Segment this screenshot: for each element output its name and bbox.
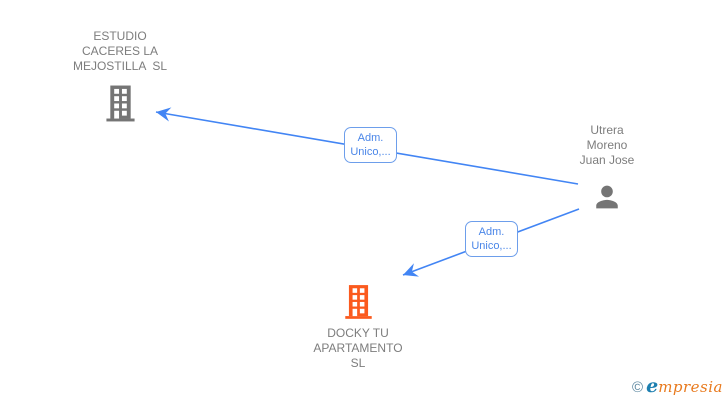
node-label-line: CACERES LA (81, 44, 159, 58)
edge-label-adm-unico-estudio[interactable]: Adm. Unico,... (344, 127, 397, 163)
building-icon (105, 85, 135, 122)
building-icon (344, 285, 372, 319)
node-label-line: Moreno (586, 138, 628, 152)
node-utrera-moreno[interactable]: Utrera Moreno Juan Jose (548, 123, 666, 214)
node-label-line: ESTUDIO (93, 29, 147, 43)
node-label-line: APARTAMENTO (313, 341, 403, 355)
edge-label-adm-unico-docky[interactable]: Adm. Unico,... (465, 221, 518, 257)
node-estudio-caceres[interactable]: ESTUDIO CACERES LA MEJOSTILLA SL (45, 29, 195, 122)
empresia-logo-e: e (646, 375, 659, 397)
edge-label-line: Adm. (357, 132, 384, 144)
edge-label-line: Unico,... (471, 240, 512, 252)
node-label-line: MEJOSTILLA SL (72, 59, 168, 73)
node-label-line: Utrera (590, 123, 624, 137)
node-label-line: DOCKY TU (327, 326, 389, 340)
copyright-icon: © (632, 379, 644, 396)
person-icon (596, 185, 618, 209)
node-label-line: SL (350, 356, 366, 370)
empresia-logo: ©empresia (632, 375, 723, 397)
edge-label-line: Unico,... (350, 146, 391, 158)
empresia-logo-text: mpresia (658, 378, 723, 396)
edge-label-line: Adm. (478, 226, 505, 238)
node-docky-tu-apartamento[interactable]: DOCKY TU APARTAMENTO SL (288, 283, 428, 371)
node-label-line: Juan Jose (579, 153, 635, 167)
